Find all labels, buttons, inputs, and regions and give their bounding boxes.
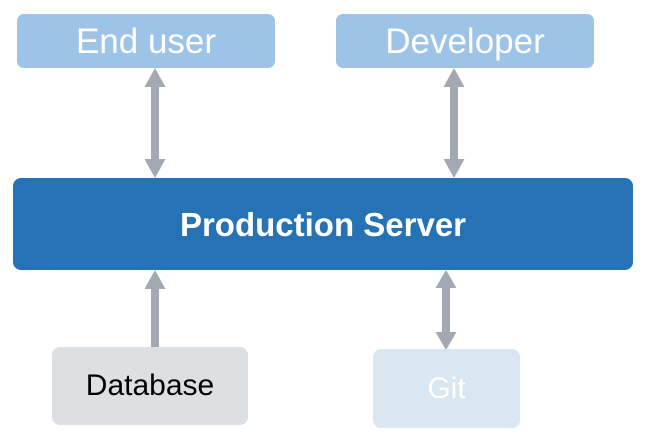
node-end-user-label: End user <box>75 21 217 61</box>
arrow-developer-server-bidirectional <box>443 68 465 178</box>
node-production-server-label: Production Server <box>179 205 467 243</box>
node-developer: Developer <box>336 14 594 68</box>
node-database: Database <box>52 347 248 425</box>
node-developer-label: Developer <box>385 21 545 61</box>
node-git-label: Git <box>427 371 466 405</box>
node-end-user: End user <box>17 14 275 68</box>
node-git: Git <box>373 349 520 428</box>
arrow-git-server-bidirectional <box>435 270 457 350</box>
node-database-label: Database <box>85 369 215 402</box>
arrow-database-server-up <box>144 270 166 352</box>
arrow-enduser-server-bidirectional <box>144 68 166 178</box>
node-production-server: Production Server <box>13 178 633 270</box>
